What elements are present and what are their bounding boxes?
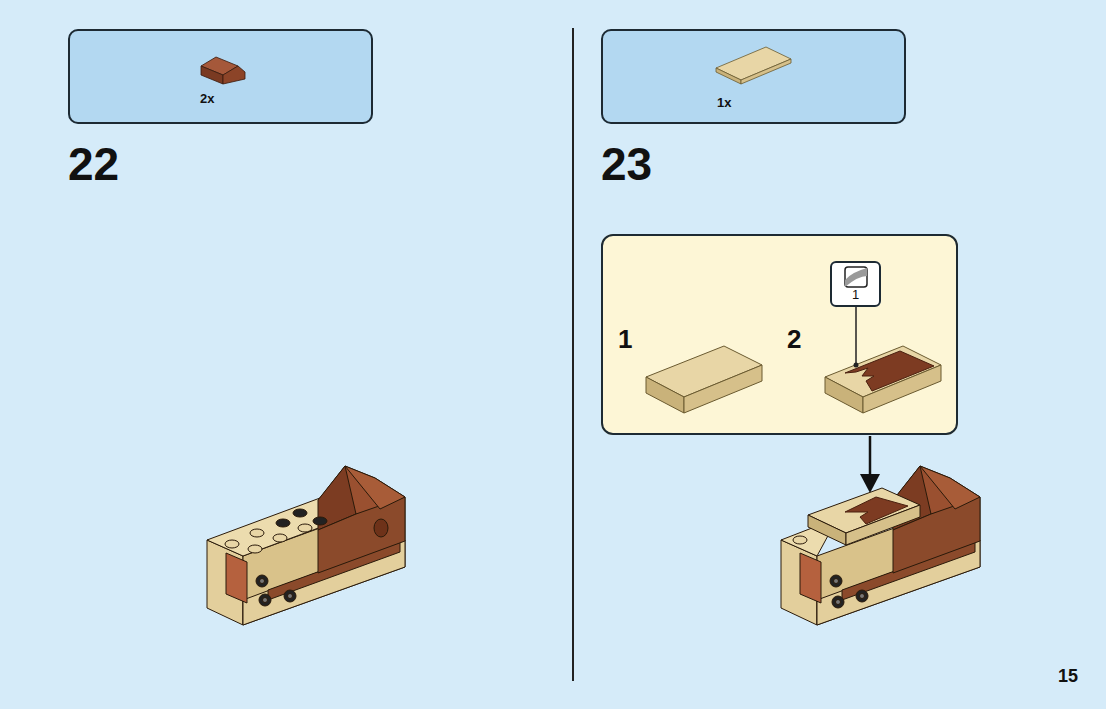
sticker-number: 1 bbox=[852, 288, 859, 301]
sticker-icon bbox=[845, 267, 867, 287]
leader-dot bbox=[854, 363, 859, 368]
parts-callout-box: 1x bbox=[601, 29, 906, 124]
model-step-23 bbox=[781, 466, 980, 625]
sticker-box-fill bbox=[830, 261, 881, 307]
parts-callout-box: 2x bbox=[68, 29, 373, 124]
page-number: 15 bbox=[1058, 667, 1078, 685]
tile-with-sticker bbox=[825, 346, 941, 413]
step-arrow bbox=[869, 436, 872, 478]
divider bbox=[572, 28, 574, 681]
parts-box-fill bbox=[68, 29, 373, 124]
part-quantity: 1x bbox=[717, 96, 731, 109]
step-number: 23 bbox=[601, 141, 652, 187]
tile-part bbox=[646, 346, 762, 413]
sticker-callout-box: 1 bbox=[830, 261, 881, 307]
part-quantity: 2x bbox=[200, 92, 214, 105]
parts-box-fill bbox=[601, 29, 906, 124]
leader-line bbox=[855, 307, 857, 364]
substep-fill bbox=[601, 234, 958, 435]
substep-box: 1 2 1 bbox=[601, 234, 958, 435]
substep-number: 1 bbox=[618, 326, 632, 352]
model-step-22 bbox=[207, 466, 405, 625]
step-number: 22 bbox=[68, 141, 119, 187]
slope-part bbox=[201, 57, 245, 84]
tile-part bbox=[716, 47, 791, 84]
substep-number: 2 bbox=[787, 326, 801, 352]
